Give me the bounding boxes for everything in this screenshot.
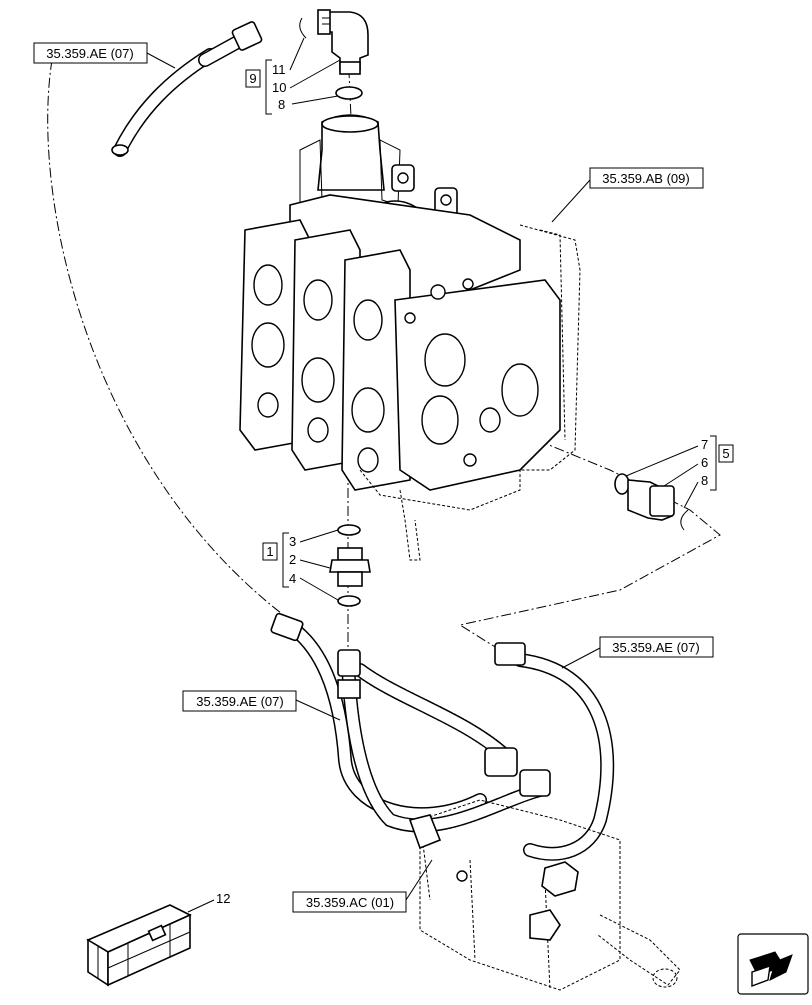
ref-label-ae-left: 35.359.AE (07) (196, 694, 283, 709)
kit-5-label: 5 (722, 446, 729, 461)
kit-9-item-8: 8 (278, 97, 285, 112)
kit-1-item-4: 4 (289, 571, 296, 586)
lower-connector (329, 524, 371, 607)
kit-5-item-8: 8 (701, 473, 708, 488)
lower-hoses (270, 612, 615, 861)
kit-1-item-3: 3 (289, 534, 296, 549)
kit-1-item-2: 2 (289, 552, 296, 567)
auxiliary-valve-block (408, 799, 681, 991)
ref-label-ab: 35.359.AB (09) (602, 171, 689, 186)
ref-label-ac: 35.359.AC (01) (306, 895, 394, 910)
kit-9-item-11: 11 (272, 62, 286, 77)
kit-9-label: 9 (249, 71, 256, 86)
kit-5-callouts: 5 7 6 8 (625, 435, 734, 509)
reference-labels: 35.359.AE (07) 35.359.AB (09) 35.359.AE … (33, 42, 714, 913)
kit-9-callouts: 9 11 10 8 (245, 37, 341, 115)
kit-5-item-7: 7 (701, 437, 708, 452)
top-hose (111, 21, 263, 157)
next-page-arrow-icon[interactable] (737, 933, 809, 995)
wooden-crate-icon: 12 (86, 891, 230, 987)
kit-9-item-10: 10 (272, 80, 286, 95)
ref-label-ae-right: 35.359.AE (07) (612, 640, 699, 655)
right-fitting (614, 473, 689, 531)
kit-1-callouts: 1 3 2 4 (262, 529, 339, 601)
control-valve-body (239, 114, 581, 561)
ref-label-ae-top-left: 35.359.AE (07) (46, 46, 133, 61)
kit-5-item-6: 6 (701, 455, 708, 470)
callout-12: 12 (216, 891, 230, 906)
kit-1-label: 1 (266, 544, 273, 559)
elbow-fitting (299, 9, 369, 100)
